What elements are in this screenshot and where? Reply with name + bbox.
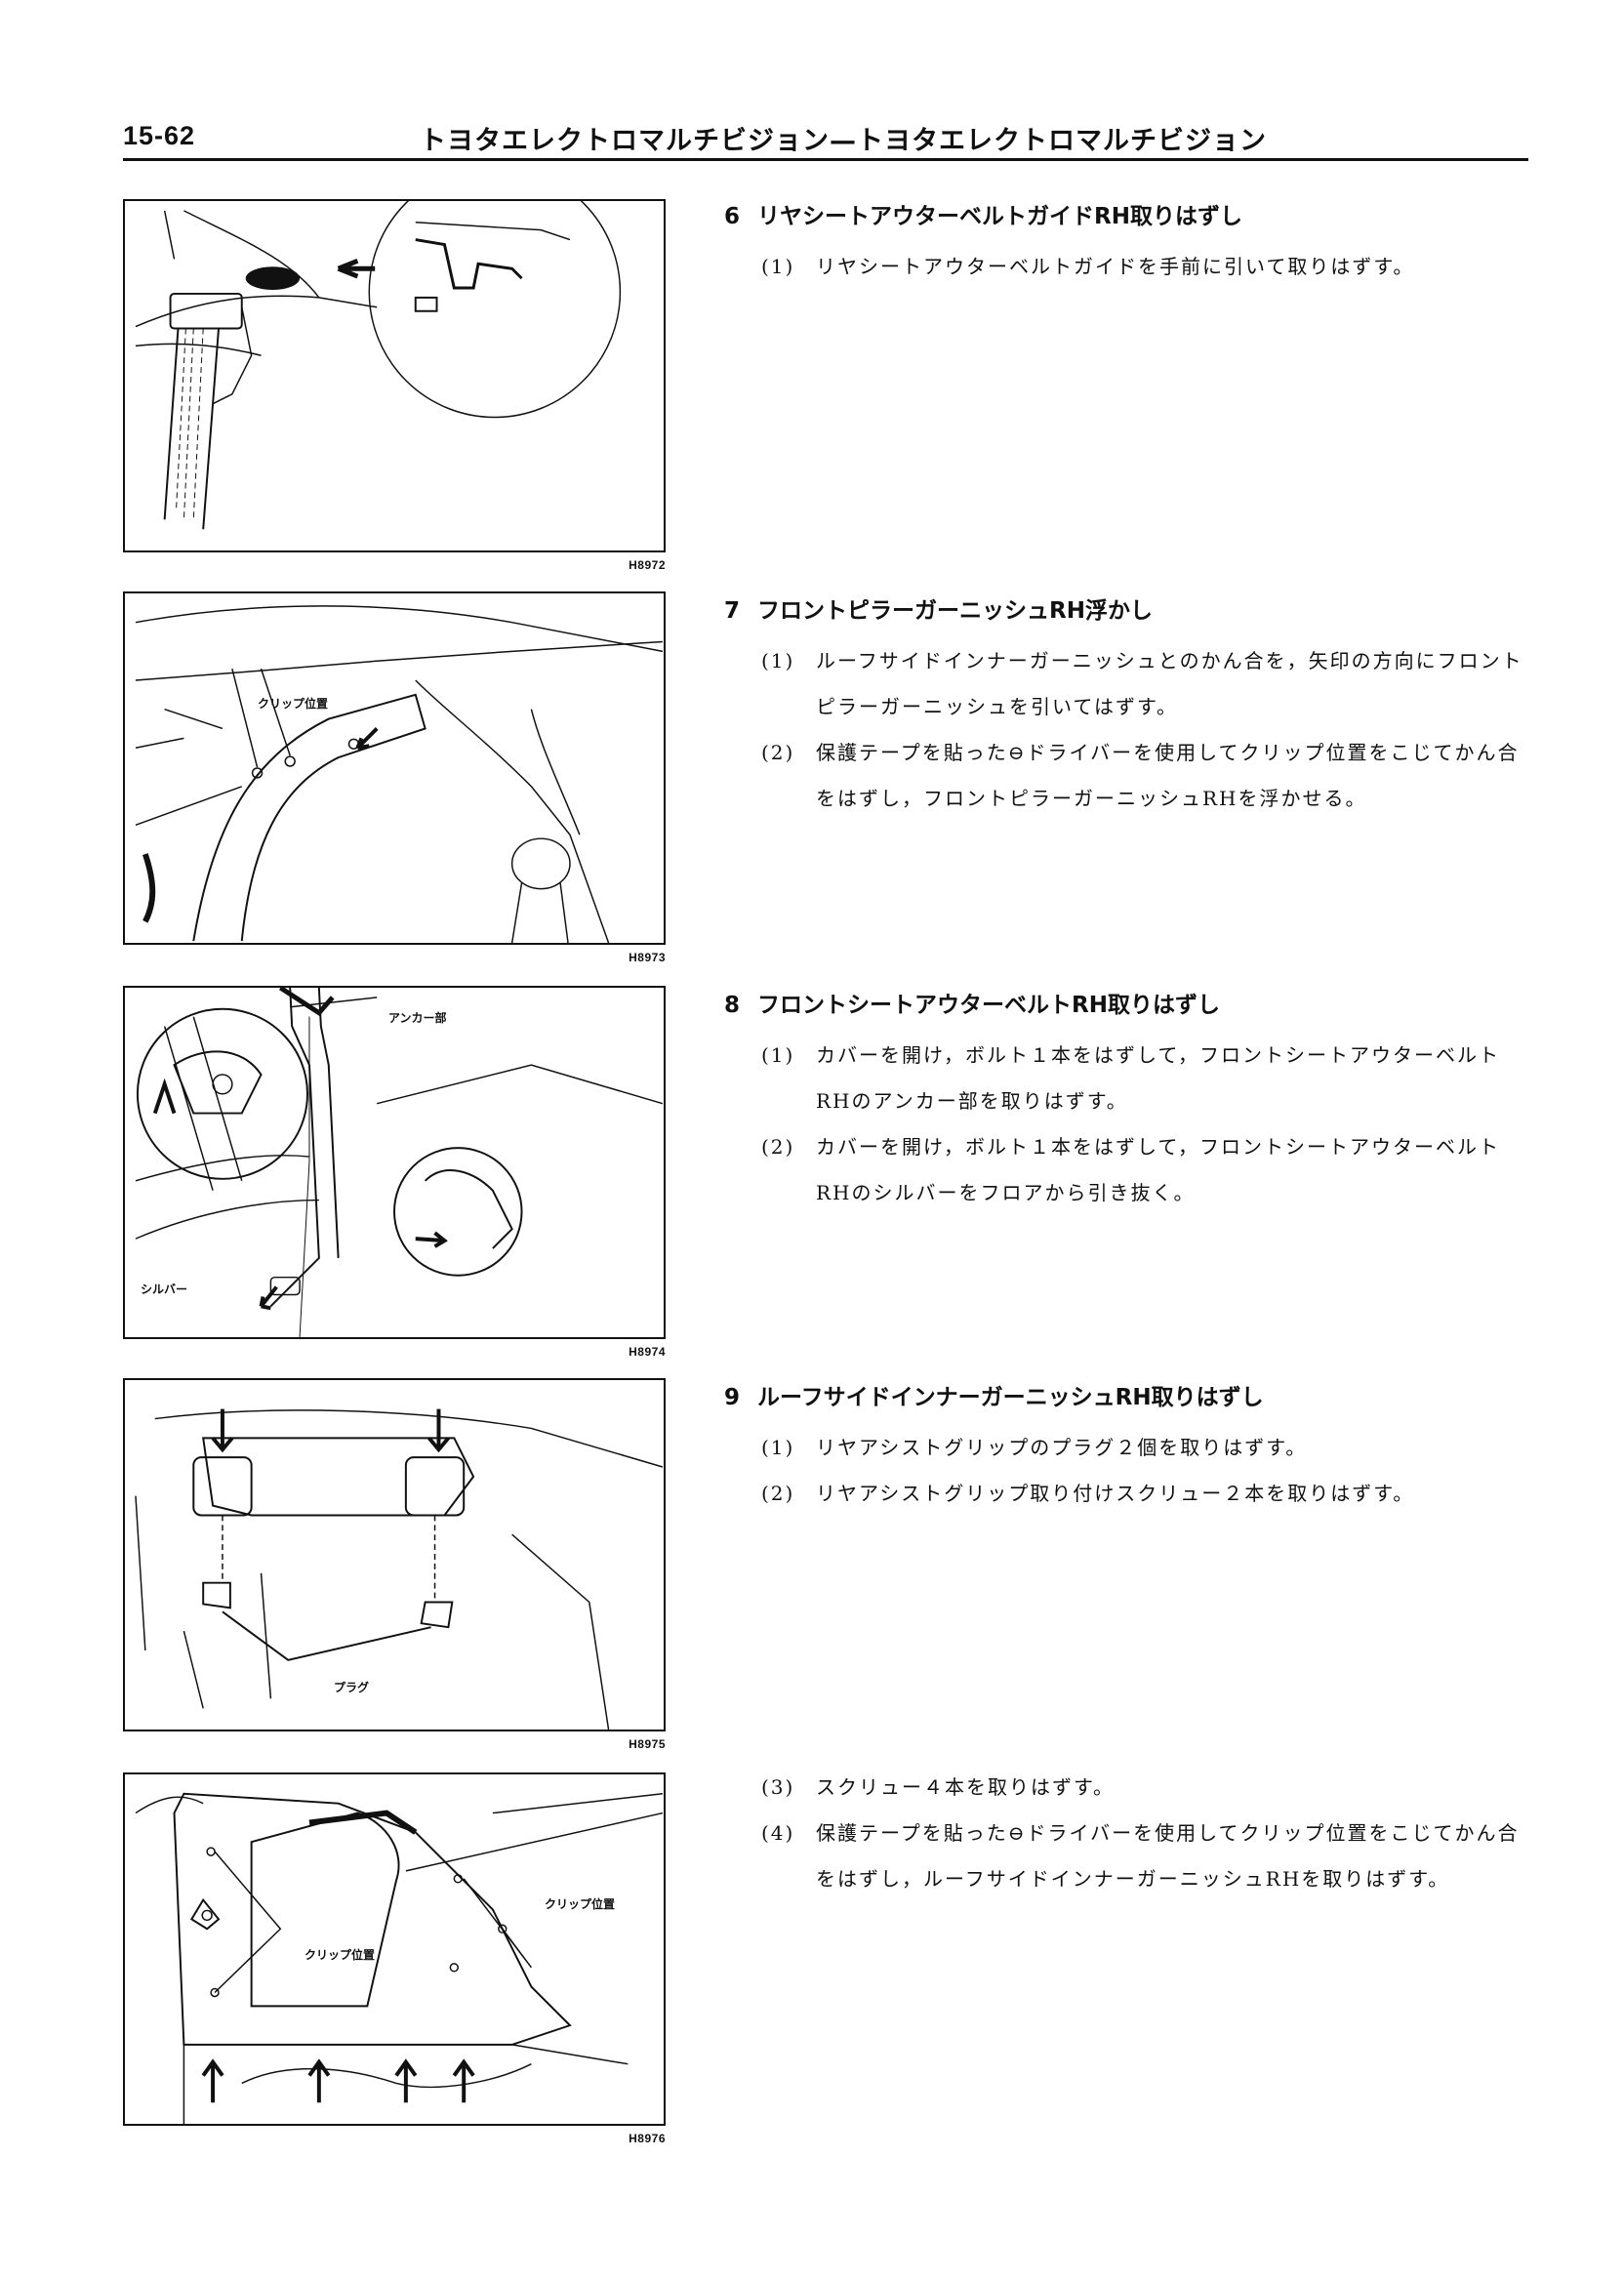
- figure-code: H8974: [629, 1345, 666, 1359]
- figure-assist-grip: プラグ H8975: [123, 1378, 666, 1751]
- figure-code: H8976: [629, 2132, 666, 2145]
- step-item: (2) 保護テープを貼った⊖ドライバーを使用してクリップ位置をこじてかん合をはず…: [724, 730, 1534, 822]
- step-text: カバーを開け，ボルト１本をはずして，フロントシートアウターベルトRHのアンカー部…: [816, 1043, 1500, 1113]
- step-text: スクリュー４本を取りはずす。: [816, 1775, 1115, 1799]
- section-number: 7: [724, 598, 741, 624]
- anchor-label: アンカー部: [388, 1011, 447, 1025]
- step-text: ルーフサイドインナーガーニッシュとのかん合を，矢印の方向にフロントピラーガーニッ…: [816, 649, 1523, 718]
- section-7: 7 フロントピラーガーニッシュRH浮かし (1) ルーフサイドインナーガーニッシ…: [724, 591, 1534, 822]
- figure-code: H8972: [629, 558, 666, 572]
- header-rule: [123, 158, 1528, 161]
- step-number: (1): [761, 1043, 795, 1067]
- step-text: リヤアシストグリップのプラグ２個を取りはずす。: [816, 1436, 1308, 1459]
- clip-position-label-left: クリップ位置: [304, 1948, 376, 1962]
- step-item: (3) スクリュー４本を取りはずす。: [724, 1765, 1534, 1811]
- clip-position-label-right: クリップ位置: [545, 1897, 616, 1911]
- section-9-continued: (3) スクリュー４本を取りはずす。 (4) 保護テープを貼った⊖ドライバーを使…: [724, 1765, 1534, 1902]
- figure-belt-guide: H8972: [123, 199, 666, 572]
- section-title: フロントピラーガーニッシュRH浮かし: [757, 598, 1153, 624]
- step-number: (1): [761, 1436, 795, 1459]
- step-item: (1) カバーを開け，ボルト１本をはずして，フロントシートアウターベルトRHのア…: [724, 1033, 1534, 1124]
- chapter-title: トヨタエレクトロマルチビジョン—トヨタエレクトロマルチビジョン: [420, 126, 1267, 156]
- step-item: (4) 保護テープを貼った⊖ドライバーを使用してクリップ位置をこじてかん合をはず…: [724, 1811, 1534, 1902]
- step-number: (1): [761, 649, 795, 672]
- plug-label: プラグ: [334, 1681, 370, 1694]
- step-number: (4): [761, 1821, 795, 1845]
- section-number: 9: [724, 1385, 741, 1410]
- step-number: (2): [761, 741, 795, 764]
- clip-position-label: クリップ位置: [258, 697, 329, 711]
- step-item: (1) ルーフサイドインナーガーニッシュとのかん合を，矢印の方向にフロントピラー…: [724, 638, 1534, 730]
- page-header: 15-62 トヨタエレクトロマルチビジョン—トヨタエレクトロマルチビジョン: [123, 115, 1528, 160]
- step-text: 保護テープを貼った⊖ドライバーを使用してクリップ位置をこじてかん合をはずし，フロ…: [816, 741, 1520, 810]
- step-item: (2) リヤアシストグリップ取り付けスクリュー２本を取りはずす。: [724, 1471, 1534, 1517]
- section-heading: 7 フロントピラーガーニッシュRH浮かし: [724, 591, 1534, 625]
- section-heading: 6 リヤシートアウターベルトガイドRH取りはずし: [724, 197, 1534, 230]
- step-number: (3): [761, 1775, 795, 1799]
- section-title: ルーフサイドインナーガーニッシュRH取りはずし: [757, 1385, 1264, 1410]
- step-text: カバーを開け，ボルト１本をはずして，フロントシートアウターベルトRHのシルバーを…: [816, 1135, 1500, 1204]
- step-text: 保護テープを貼った⊖ドライバーを使用してクリップ位置をこじてかん合をはずし，ルー…: [816, 1821, 1520, 1891]
- step-item: (2) カバーを開け，ボルト１本をはずして，フロントシートアウターベルトRHのシ…: [724, 1124, 1534, 1216]
- step-item: (1) リヤシートアウターベルトガイドを手前に引いて取りはずす。: [724, 244, 1534, 290]
- section-number: 6: [724, 204, 741, 229]
- section-heading: 9 ルーフサイドインナーガーニッシュRH取りはずし: [724, 1378, 1534, 1411]
- section-9: 9 ルーフサイドインナーガーニッシュRH取りはずし (1) リヤアシストグリップ…: [724, 1378, 1534, 1517]
- step-text: リヤシートアウターベルトガイドを手前に引いて取りはずす。: [816, 255, 1415, 278]
- section-number: 8: [724, 993, 741, 1018]
- figure-code: H8973: [629, 951, 666, 964]
- page-number: 15-62: [123, 121, 196, 150]
- section-6: 6 リヤシートアウターベルトガイドRH取りはずし (1) リヤシートアウターベル…: [724, 197, 1534, 290]
- step-number: (2): [761, 1482, 795, 1505]
- silver-label: シルバー: [141, 1282, 188, 1296]
- figure-front-belt: アンカー部 シルバー H8974: [123, 986, 666, 1359]
- step-item: (1) リヤアシストグリップのプラグ２個を取りはずす。: [724, 1425, 1534, 1471]
- step-number: (1): [761, 255, 795, 278]
- figure-roof-side-garnish: クリップ位置 クリップ位置 H8976: [123, 1772, 666, 2145]
- figure-front-pillar: クリップ位置 H8973: [123, 591, 666, 964]
- section-8: 8 フロントシートアウターベルトRH取りはずし (1) カバーを開け，ボルト１本…: [724, 986, 1534, 1216]
- section-title: フロントシートアウターベルトRH取りはずし: [757, 993, 1220, 1018]
- step-number: (2): [761, 1135, 795, 1159]
- figure-code: H8975: [629, 1737, 666, 1751]
- section-title: リヤシートアウターベルトガイドRH取りはずし: [757, 204, 1242, 229]
- section-heading: 8 フロントシートアウターベルトRH取りはずし: [724, 986, 1534, 1019]
- step-text: リヤアシストグリップ取り付けスクリュー２本を取りはずす。: [816, 1482, 1415, 1505]
